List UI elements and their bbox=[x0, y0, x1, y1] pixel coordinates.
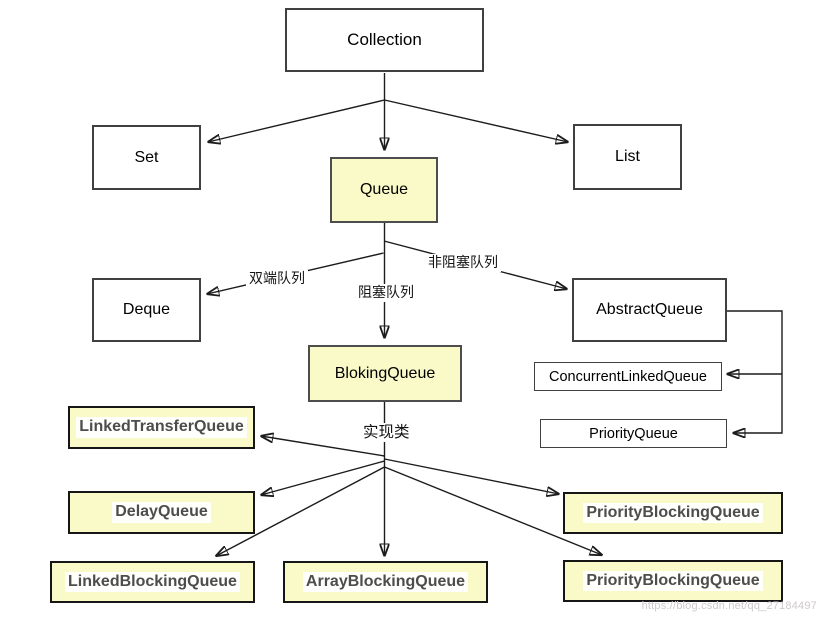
node-collection-label: Collection bbox=[347, 30, 422, 49]
node-queue-label: Queue bbox=[359, 181, 409, 198]
node-linked-blocking-queue-label: LinkedBlockingQueue bbox=[65, 571, 240, 593]
node-set-label: Set bbox=[134, 148, 159, 166]
node-bloking-queue: BlokingQueue bbox=[308, 345, 462, 402]
edge-impl-priorityblockingqueue-bottom bbox=[384, 466, 603, 555]
edge-impl-delayqueue bbox=[261, 460, 385, 495]
node-deque: Deque bbox=[92, 278, 201, 342]
node-list-label: List bbox=[615, 148, 640, 165]
node-priority-queue-label: PriorityQueue bbox=[589, 425, 678, 442]
node-bloking-queue-label: BlokingQueue bbox=[334, 364, 436, 382]
edge-impl-linkedblockingqueue bbox=[216, 466, 385, 556]
node-list: List bbox=[573, 124, 682, 190]
edge-impl-linkedtransferqueue bbox=[261, 436, 385, 457]
node-abstract-queue-label: AbstractQueue bbox=[596, 301, 703, 318]
node-linked-transfer-queue-label: LinkedTransferQueue bbox=[76, 417, 247, 438]
node-priority-blocking-queue-top-label: PriorityBlockingQueue bbox=[583, 502, 763, 524]
node-array-blocking-queue: ArrayBlockingQueue bbox=[283, 561, 488, 603]
edge-label-implementation-class: 实现类 bbox=[360, 423, 413, 443]
edge-abstractqueue-priorityqueue bbox=[727, 310, 783, 433]
node-priority-queue: PriorityQueue bbox=[540, 419, 727, 448]
node-linked-transfer-queue: LinkedTransferQueue bbox=[68, 406, 255, 449]
edge-collection-set bbox=[208, 99, 385, 142]
node-collection: Collection bbox=[285, 8, 484, 72]
node-priority-blocking-queue-bottom-label: PriorityBlockingQueue bbox=[583, 570, 763, 592]
node-queue: Queue bbox=[330, 157, 438, 223]
node-delay-queue-label: DelayQueue bbox=[112, 502, 211, 523]
edge-label-double-ended-queue: 双端队列 bbox=[246, 270, 308, 288]
node-concurrent-linked-queue-label: ConcurrentLinkedQueue bbox=[549, 368, 707, 385]
node-abstract-queue: AbstractQueue bbox=[572, 278, 727, 342]
edge-impl-priorityblockingqueue-top bbox=[384, 458, 560, 494]
node-concurrent-linked-queue: ConcurrentLinkedQueue bbox=[534, 362, 722, 391]
edge-label-blocking-queue: 阻塞队列 bbox=[355, 284, 417, 302]
node-deque-label: Deque bbox=[122, 301, 171, 318]
node-linked-blocking-queue: LinkedBlockingQueue bbox=[50, 561, 255, 603]
node-array-blocking-queue-label: ArrayBlockingQueue bbox=[302, 571, 469, 593]
node-set: Set bbox=[92, 125, 201, 190]
edge-label-non-blocking-queue: 非阻塞队列 bbox=[425, 254, 501, 272]
node-priority-blocking-queue-bottom: PriorityBlockingQueue bbox=[563, 560, 783, 602]
edge-collection-list bbox=[384, 99, 569, 142]
node-delay-queue: DelayQueue bbox=[68, 491, 255, 534]
watermark-url: https://blog.csdn.net/qq_27184497 bbox=[641, 600, 817, 612]
node-priority-blocking-queue-top: PriorityBlockingQueue bbox=[563, 492, 783, 534]
